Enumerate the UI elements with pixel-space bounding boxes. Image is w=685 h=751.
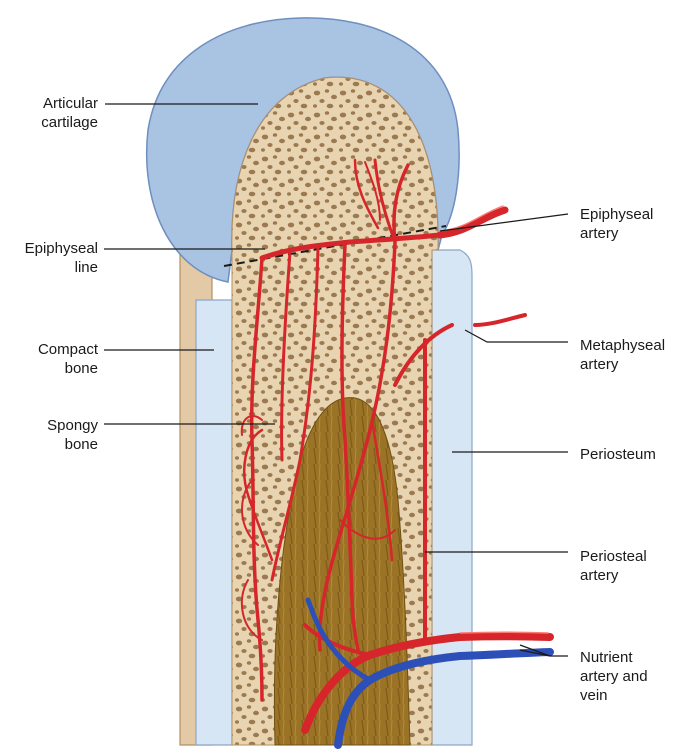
label-periosteum: Periosteum (580, 446, 656, 463)
artery-network (240, 158, 554, 734)
epiphyseal-line-mark (223, 225, 447, 267)
label-epiphyseal-artery: Epiphyseal artery (580, 206, 654, 242)
periosteum-layer (431, 249, 473, 746)
vein-network (305, 597, 554, 749)
compact-bone-layer (195, 299, 233, 746)
marrow-cavity (273, 397, 411, 746)
label-epiphyseal-line: Epiphyseal line (24, 240, 98, 276)
label-spongy-bone: Spongy bone (47, 417, 98, 453)
label-metaphyseal-artery: Metaphyseal artery (580, 337, 666, 373)
label-periosteal-artery: Periosteal artery (580, 548, 647, 584)
leader-lines (104, 103, 569, 657)
label-nutrient-artery-vein: Nutrient artery and vein (580, 649, 648, 704)
label-articular-cartilage: Articular cartilage (41, 95, 98, 131)
label-compact-bone: Compact bone (37, 341, 98, 377)
